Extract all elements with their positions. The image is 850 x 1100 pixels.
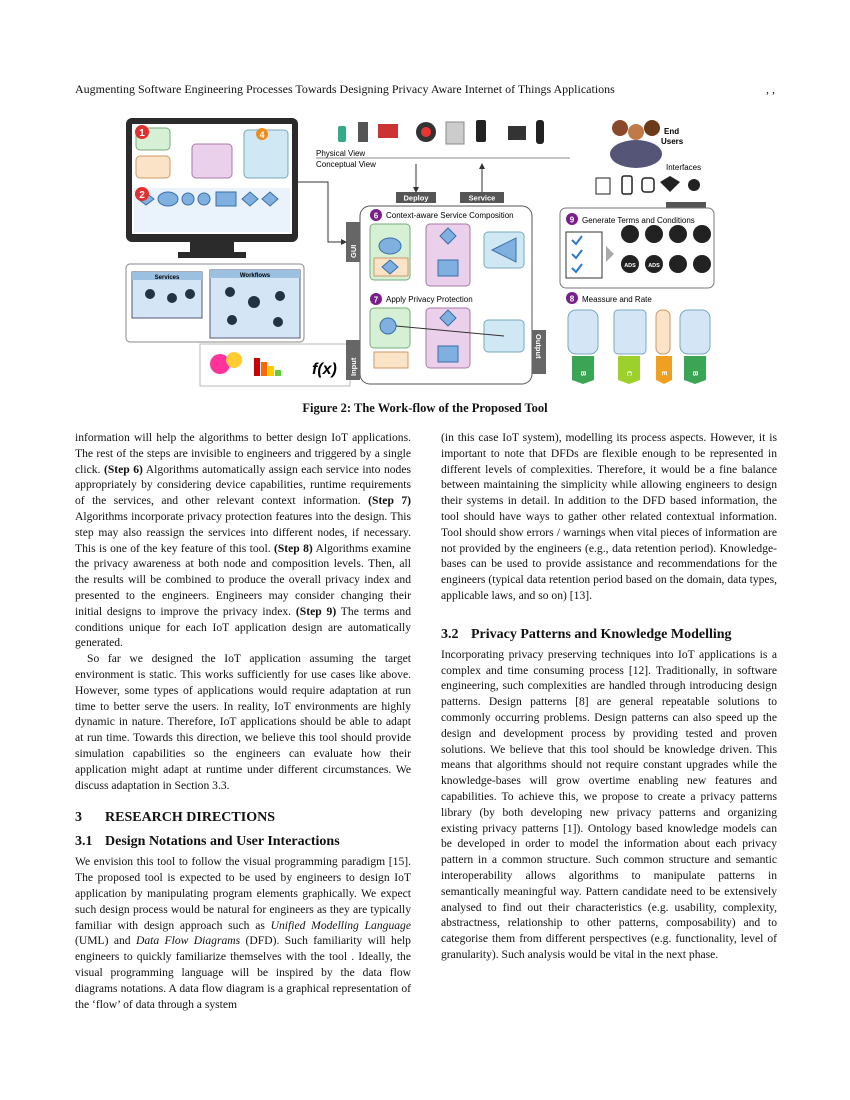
workflows-label: Workflows [240, 273, 271, 279]
end-users-label-2: Users [661, 137, 684, 146]
ads-label-2: ADS [648, 263, 660, 269]
paragraph: Incorporating privacy preserving techniq… [441, 647, 777, 961]
rating-blocks [567, 309, 711, 384]
gui-label: GUI [349, 245, 358, 258]
fx-label: f(x) [312, 361, 337, 378]
services-workflows-panel: Services Workflows [125, 263, 305, 343]
paragraph: information will help the algorithms to … [75, 431, 412, 650]
page-marker: , , [766, 82, 775, 96]
step-7-badge: 7 [374, 296, 379, 305]
physical-view-label: Physical View [316, 149, 365, 158]
subsection-heading: 3.1 Design Notations and User Interaction… [75, 833, 411, 851]
rating-b-1: B [579, 371, 586, 376]
rating-c: C [625, 371, 632, 376]
left-column: information will help the algorithms to … [75, 430, 411, 1012]
paragraph: (in this case IoT system), modelling its… [441, 431, 777, 602]
step-6-badge: 6 [374, 212, 379, 221]
subsection-number: 3.1 [75, 834, 93, 850]
conceptual-view-label: Conceptual View [316, 160, 376, 169]
paragraph: So far we designed the IoT application a… [75, 652, 411, 792]
service-label: Service [469, 194, 496, 203]
step-1-badge: 1 [139, 128, 145, 139]
end-users-icon [610, 120, 662, 168]
tools-icon: f(x) [199, 343, 351, 387]
subsection-heading: 3.2 Privacy Patterns and Knowledge Modell… [441, 626, 777, 644]
step-7-label: Apply Privacy Protection [386, 295, 473, 304]
interfaces-label: Interfaces [666, 163, 701, 172]
workflow-figure: 1 2 4 Services Workflows f(x) Ph [125, 118, 715, 387]
figure-caption: Figure 2: The Work-flow of the Proposed … [302, 401, 548, 415]
subsection-title: Privacy Patterns and Knowledge Modelling [471, 626, 732, 642]
step-2-badge: 2 [139, 190, 145, 201]
section-title: RESEARCH DIRECTIONS [105, 810, 275, 826]
end-users-label: End [664, 127, 679, 136]
physical-devices-icon [338, 120, 544, 145]
subsection-title: Design Notations and User Interactions [105, 834, 340, 850]
interfaces-icon [595, 175, 700, 195]
step-9-label: Generate Terms and Conditions [582, 216, 695, 225]
rating-e: E [660, 371, 667, 376]
step-4-badge: 4 [259, 130, 264, 140]
deploy-label: Deploy [403, 194, 429, 203]
section-heading: 3 RESEARCH DIRECTIONS [75, 809, 411, 827]
monitor-icon: 1 2 4 [126, 118, 298, 258]
step-8-label: Meassure and Rate [582, 295, 652, 304]
step-6-label: Context-aware Service Composition [386, 211, 514, 220]
step-9-badge: 9 [570, 216, 575, 225]
paragraph: We envision this tool to follow the visu… [75, 855, 411, 1011]
running-title: Augmenting Software Engineering Processe… [75, 82, 615, 96]
output-label: Output [534, 334, 543, 359]
step-8-badge: 8 [570, 295, 575, 304]
right-column: (in this case IoT system), modelling its… [441, 430, 777, 963]
section-number: 3 [75, 810, 82, 826]
running-header: Augmenting Software Engineering Processe… [75, 82, 775, 97]
policy-icons [621, 225, 711, 273]
subsection-number: 3.2 [441, 626, 459, 642]
services-label: Services [155, 275, 180, 281]
input-label: Input [349, 357, 358, 376]
rating-b-2: B [691, 371, 698, 376]
ads-label: ADS [624, 263, 636, 269]
